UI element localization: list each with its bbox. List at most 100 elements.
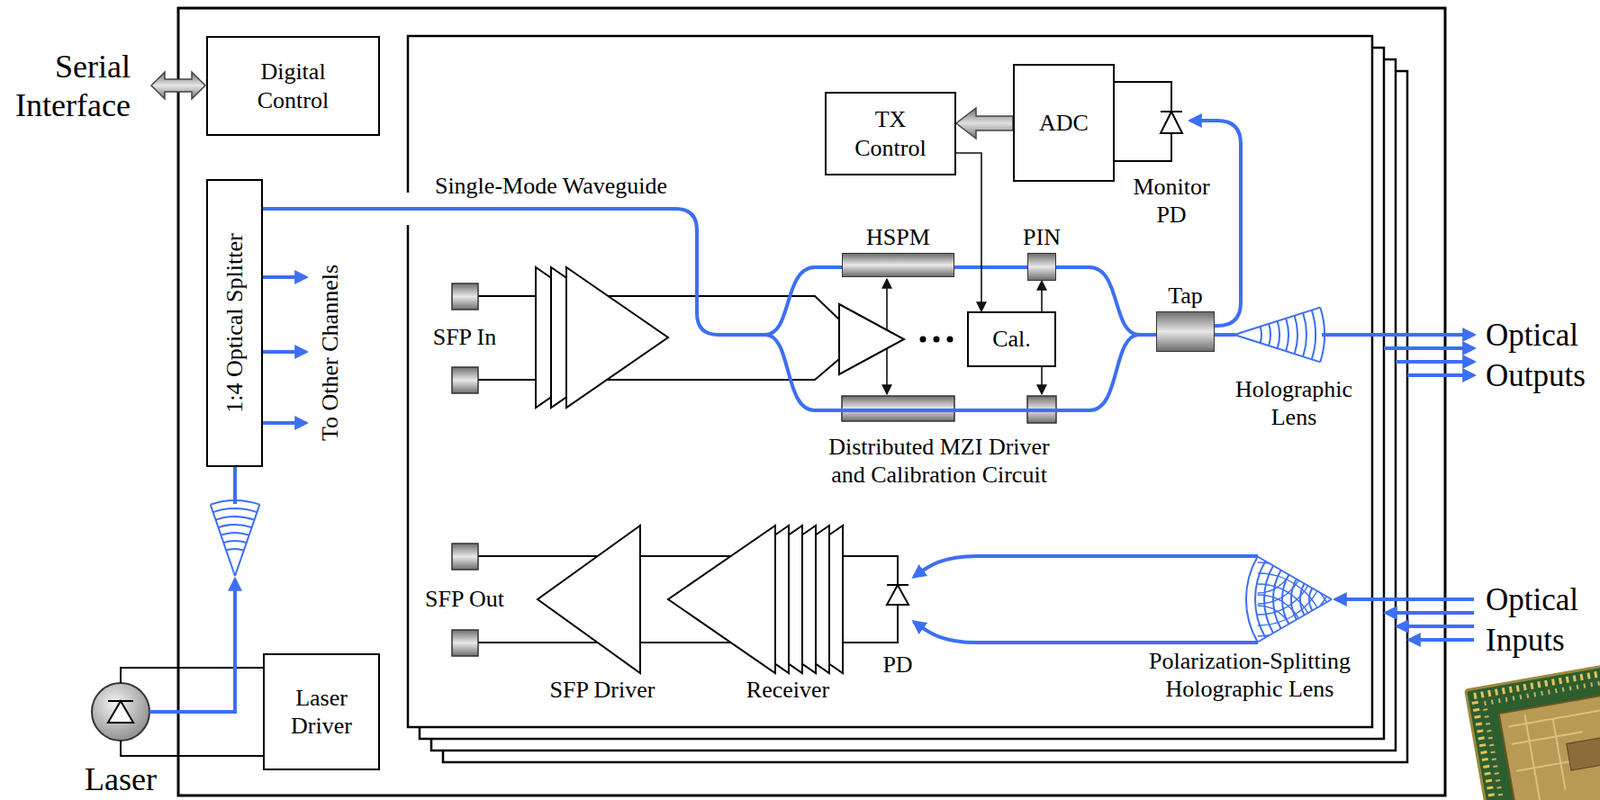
holographic-lens <box>210 500 261 506</box>
contact-pad <box>451 367 479 394</box>
optical-waveguide <box>765 267 1139 335</box>
polarization-lens <box>1246 557 1258 643</box>
optical-waveguide <box>1409 638 1474 642</box>
control-arrow <box>956 153 982 312</box>
optical-waveguide <box>913 622 1258 643</box>
amplifier-symbol <box>839 304 904 375</box>
wire <box>478 295 536 298</box>
serial-arrow <box>151 72 206 100</box>
port-label: Optical Outputs <box>1485 315 1594 397</box>
wire <box>606 359 840 380</box>
laser-diode <box>108 700 134 703</box>
driver-block: Laser Driver <box>262 653 380 771</box>
optical-waveguide <box>149 120 1474 713</box>
holographic-lens <box>217 524 252 528</box>
bias-arrow <box>886 279 1042 395</box>
polarization-lens <box>1189 488 1327 626</box>
phase-modulator: HSPM <box>841 253 955 278</box>
holographic-lens <box>1268 324 1271 346</box>
channel-label: To Other Channels <box>316 244 344 462</box>
component-label: SFP Driver <box>530 676 675 705</box>
contact-pad <box>451 543 479 570</box>
holographic-lens <box>1234 307 1325 363</box>
holographic-lens <box>1294 316 1298 355</box>
waveguide-label: Single-Mode Waveguide <box>415 171 687 200</box>
part-heading: HSPM <box>866 225 931 252</box>
holographic-lens <box>220 533 249 536</box>
chip-photo <box>1473 670 1600 697</box>
laser-diode <box>108 701 134 724</box>
wire <box>640 555 732 558</box>
component-label: Holographic Lens <box>1226 375 1362 432</box>
box-label: TX Control <box>848 105 934 162</box>
laser-diode <box>91 683 150 742</box>
holographic-lens <box>210 500 261 577</box>
amplifier-symbol <box>668 525 776 674</box>
part-heading: PIN <box>1022 225 1061 252</box>
wire <box>842 556 898 586</box>
pin-modulator: PIN <box>1027 253 1057 281</box>
wire <box>478 641 598 644</box>
optical-waveguide <box>1321 333 1474 337</box>
photodiode-symbol <box>886 585 909 606</box>
wire <box>1114 81 1172 112</box>
pin-label: SFP In <box>419 323 510 352</box>
polarization-lens <box>1255 561 1266 639</box>
polarization-lens <box>1211 510 1305 605</box>
chip-housing <box>178 8 1446 796</box>
polarization-lens <box>1211 595 1305 689</box>
wire <box>1114 133 1172 162</box>
polarization-lens <box>1200 499 1316 615</box>
component-label: Receiver <box>724 676 851 705</box>
holographic-lens <box>1277 321 1280 349</box>
calibration-block: Cal. <box>967 311 1057 368</box>
wire <box>842 605 898 643</box>
optical-waveguide <box>149 579 236 713</box>
polarization-lens <box>1221 521 1294 594</box>
component-label: Polarization-Splitting Holographic Lens <box>1141 647 1358 704</box>
photodiode-symbol <box>1160 110 1183 113</box>
continuation-dots <box>933 336 941 344</box>
control-block: TX Control <box>824 91 957 176</box>
block-caption: Distributed MZI Driver and Calibration C… <box>815 433 1064 489</box>
holographic-lens <box>1311 310 1316 361</box>
component-label: PD <box>870 650 925 679</box>
optical-splitter: 1:4 Optical Splitter <box>206 179 263 468</box>
holographic-lens <box>210 505 261 577</box>
chip-photo <box>1566 738 1600 771</box>
channel-stack <box>407 36 1408 763</box>
box-label: Cal. <box>992 325 1031 353</box>
wire <box>478 555 598 558</box>
optical-waveguide <box>1407 373 1474 378</box>
holographic-lens <box>1234 307 1320 363</box>
serial-arrow <box>151 72 206 100</box>
amplifier-symbol <box>566 267 669 408</box>
holographic-lens <box>213 508 258 513</box>
wire <box>120 741 263 757</box>
optical-waveguide <box>1335 597 1474 602</box>
control-arrow <box>1040 280 1043 312</box>
polarization-lens <box>1167 467 1348 648</box>
holographic-lens <box>1319 307 1325 363</box>
contact-pad <box>451 283 479 310</box>
holographic-lens <box>225 549 245 552</box>
contact-pad <box>451 630 479 657</box>
laser-diode <box>91 683 150 742</box>
optical-tap: Tap <box>1156 311 1215 353</box>
wire <box>478 379 536 381</box>
holographic-lens <box>1260 326 1262 344</box>
polarization-lens <box>1178 478 1338 637</box>
port-label: Optical Inputs <box>1485 579 1594 661</box>
polarization-lens <box>1264 566 1274 634</box>
amplifier-symbol <box>537 525 641 674</box>
box-label: Laser Driver <box>279 684 365 741</box>
polarization-lens <box>1257 557 1332 643</box>
optical-waveguide <box>262 275 307 280</box>
component-label: Laser <box>66 763 175 796</box>
optical-waveguide <box>913 556 1258 578</box>
holographic-lens <box>223 541 246 543</box>
polarization-lens <box>1167 551 1348 733</box>
holographic-lens <box>1302 313 1307 358</box>
